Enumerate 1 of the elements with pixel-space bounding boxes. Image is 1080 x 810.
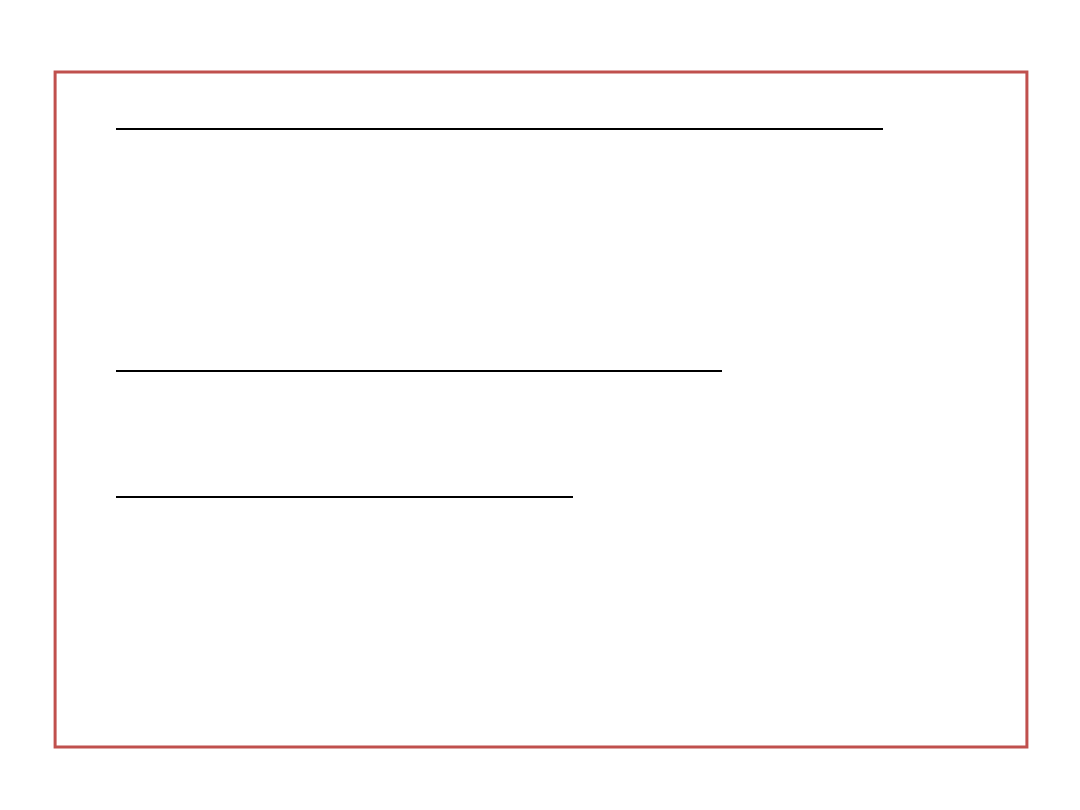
page-frame [53, 70, 1029, 749]
